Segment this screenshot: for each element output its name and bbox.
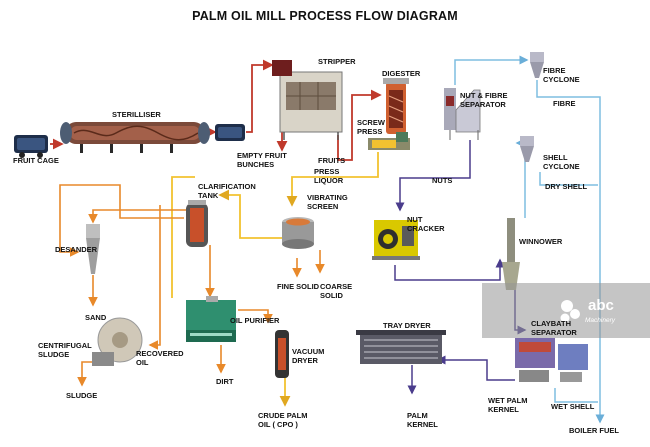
label-sterilliser: STERILLISER xyxy=(112,110,161,119)
label-palm-kernel: PALM KERNEL xyxy=(407,411,438,429)
label-fine-solid: FINE SOLID xyxy=(277,282,320,291)
label-boiler-fuel: BOILER FUEL xyxy=(569,426,619,435)
stripper-equipment xyxy=(272,60,343,140)
label-coarse-solid: COARSE SOLID xyxy=(320,282,353,300)
label-fruits: FRUITS xyxy=(318,156,346,165)
label-empty-fruit-bunches: EMPTY FRUIT BUNCHES xyxy=(237,151,287,169)
label-wet-palm-kernel: WET PALM KERNEL xyxy=(488,396,528,414)
label-vacuum-dryer: VACUUM DRYER xyxy=(292,347,325,365)
label-vibrating-screen: VIBRATING SCREEN xyxy=(307,193,348,211)
label-screw-press: SCREW PRESS xyxy=(357,118,385,136)
label-tray-dryer: TRAY DRYER xyxy=(383,321,431,330)
fruit-cage-equipment xyxy=(14,135,48,158)
cage-after-sterilliser xyxy=(215,124,245,141)
winnower-equipment xyxy=(502,218,520,290)
digester-equipment xyxy=(383,78,409,134)
label-fibre-cyclone: FIBRE CYCLONE xyxy=(543,66,580,84)
label-nut-cracker: NUT CRACKER xyxy=(407,215,445,233)
label-centrifugal-sludge: CENTRIFUGAL SLUDGE xyxy=(38,341,92,359)
label-shell-cyclone: SHELL CYCLONE xyxy=(543,153,580,171)
oil-purifier-equipment xyxy=(186,296,236,342)
nut-fibre-separator-equipment xyxy=(444,88,481,140)
label-oil-purifier: OIL PURIFIER xyxy=(230,316,280,325)
tray-dryer-equipment xyxy=(356,330,446,364)
label-sand: SAND xyxy=(85,313,107,322)
screw-press-equipment xyxy=(368,132,410,150)
label-digester: DIGESTER xyxy=(382,69,421,78)
label-nut-fibre-separator: NUT & FIBRE SEPARATOR xyxy=(460,91,508,109)
label-dry-shell: DRY SHELL xyxy=(545,182,588,191)
claybath-separator-equipment xyxy=(515,338,588,382)
sterilliser-equipment xyxy=(60,122,210,153)
shell-cyclone-equipment xyxy=(520,136,534,162)
nut-cracker-equipment xyxy=(372,220,420,260)
label-sludge: SLUDGE xyxy=(66,391,98,400)
vacuum-dryer-equipment xyxy=(275,330,289,378)
label-desander: DESANDER xyxy=(55,245,98,254)
clarification-tank-equipment xyxy=(186,200,208,247)
desander-equipment xyxy=(86,224,100,274)
watermark-logo-mark xyxy=(560,300,580,323)
label-winnower: WINNOWER xyxy=(519,237,563,246)
label-crude-palm-oil: CRUDE PALM OIL ( CPO ) xyxy=(258,411,308,429)
label-clarification-tank: CLARIFICATION TANK xyxy=(198,182,256,200)
fibre-cyclone-equipment xyxy=(530,52,544,78)
label-press-liquor: PRESS LIQUOR xyxy=(314,167,344,185)
label-fibre: FIBRE xyxy=(553,99,576,108)
diagram-title: PALM OIL MILL PROCESS FLOW DIAGRAM xyxy=(192,9,458,23)
watermark-brand: abc xyxy=(588,297,614,314)
label-recovered-oil: RECOVERED OIL xyxy=(136,349,184,367)
vibrating-screen-equipment xyxy=(282,217,314,249)
orange-flow-lines xyxy=(59,184,325,387)
label-wet-shell: WET SHELL xyxy=(551,402,595,411)
label-nuts: NUTS xyxy=(432,176,453,185)
label-fruit-cage: FRUIT CAGE xyxy=(13,156,59,165)
watermark-sub: Machinery xyxy=(585,317,615,324)
label-stripper: STRIPPER xyxy=(318,57,356,66)
label-dirt: DIRT xyxy=(216,377,234,386)
yellow-flow-lines xyxy=(171,152,379,407)
label-claybath-separator: CLAYBATH SEPARATOR xyxy=(531,319,577,337)
centrifugal-sludge-equipment xyxy=(92,317,143,366)
